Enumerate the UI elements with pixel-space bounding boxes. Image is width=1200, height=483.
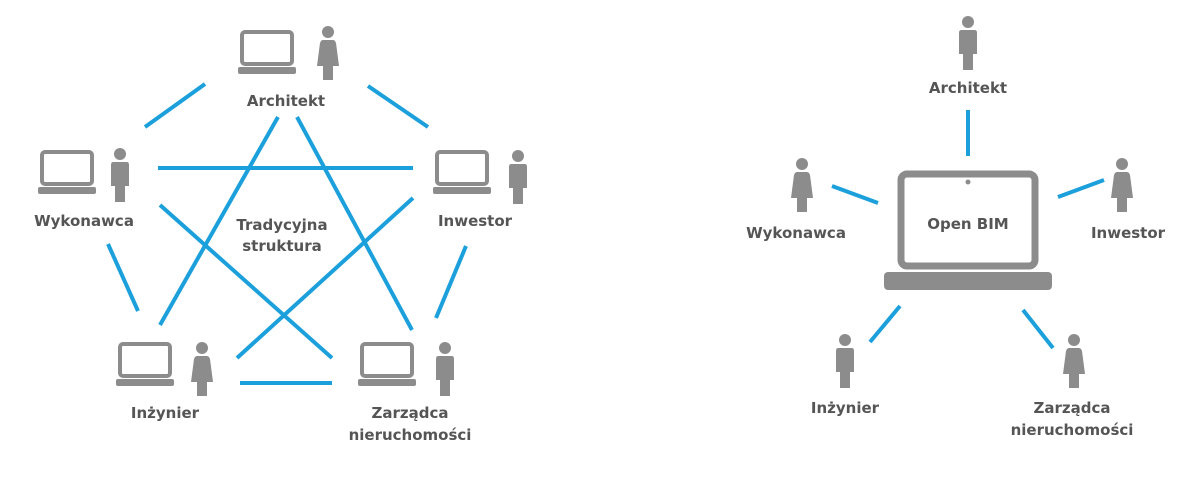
right-label-zarzadca-line2: nieruchomości	[1011, 421, 1134, 439]
right-label-inwestor: Inwestor	[1091, 224, 1166, 242]
label-zarzadca-line1: Zarządca	[372, 404, 449, 422]
spoke-inzynier	[868, 304, 902, 344]
node-wykonawca: Wykonawca	[34, 148, 134, 230]
edge-architekt-wykonawca	[143, 82, 207, 129]
woman-icon	[1063, 334, 1085, 388]
label-architekt: Architekt	[247, 92, 325, 110]
right-diagram: Open BIM Architekt Wykonawca Inwestor In…	[746, 16, 1166, 439]
laptop-icon	[431, 150, 493, 196]
man-icon	[836, 334, 854, 388]
edge-wykonawca-inzynier	[106, 243, 140, 312]
man-icon	[436, 342, 454, 396]
man-icon	[509, 150, 527, 204]
laptop-icon	[114, 342, 176, 388]
right-label-architekt: Architekt	[929, 79, 1007, 97]
right-node-architekt: Architekt	[929, 16, 1007, 97]
edge-architekt-zarzadca	[295, 116, 414, 331]
edge-architekt-inzynier	[158, 116, 280, 326]
left-diagram: Architekt Wykonawca Inwestor Tradycyjna …	[34, 26, 527, 444]
center-label-line1: Tradycyjna	[236, 216, 327, 234]
laptop-icon	[36, 150, 98, 196]
spoke-wykonawca	[831, 184, 879, 205]
label-wykonawca: Wykonawca	[34, 212, 134, 230]
hub-laptop-base-icon	[884, 272, 1052, 290]
hub-label: Open BIM	[927, 215, 1009, 233]
right-node-wykonawca: Wykonawca	[746, 158, 846, 242]
edge-inwestor-zarzadca	[434, 245, 468, 319]
edge-architekt-inwestor	[366, 84, 430, 129]
right-node-inwestor: Inwestor	[1091, 158, 1166, 242]
center-label-line2: struktura	[242, 237, 322, 255]
edge-inwestor-inzynier	[235, 196, 415, 360]
man-icon	[111, 148, 129, 202]
right-label-inzynier: Inżynier	[811, 399, 880, 417]
right-label-zarzadca-line1: Zarządca	[1034, 399, 1111, 417]
laptop-icon	[236, 30, 298, 76]
hub-camera-icon	[965, 179, 971, 185]
node-architekt: Architekt	[236, 26, 339, 110]
edge-wykonawca-zarzadca	[158, 203, 334, 360]
node-inwestor: Inwestor	[431, 150, 527, 230]
label-zarzadca-line2: nieruchomości	[349, 426, 472, 444]
node-inzynier: Inżynier	[114, 342, 213, 422]
node-zarzadca: Zarządca nieruchomości	[349, 342, 472, 444]
label-inwestor: Inwestor	[438, 212, 513, 230]
open-bim-hub: Open BIM	[884, 170, 1052, 290]
label-inzynier: Inżynier	[131, 404, 200, 422]
spoke-zarzadca	[1021, 308, 1055, 350]
woman-icon	[191, 342, 213, 396]
man-icon	[959, 16, 977, 70]
spoke-inwestor	[1057, 178, 1105, 199]
right-label-wykonawca: Wykonawca	[746, 224, 846, 242]
woman-icon	[1111, 158, 1133, 212]
woman-icon	[317, 26, 339, 80]
right-node-inzynier: Inżynier	[811, 334, 880, 417]
right-node-zarzadca: Zarządca nieruchomości	[1011, 334, 1134, 439]
hub-laptop-screen-icon	[897, 170, 1039, 270]
woman-icon	[791, 158, 813, 212]
laptop-icon	[356, 342, 418, 388]
